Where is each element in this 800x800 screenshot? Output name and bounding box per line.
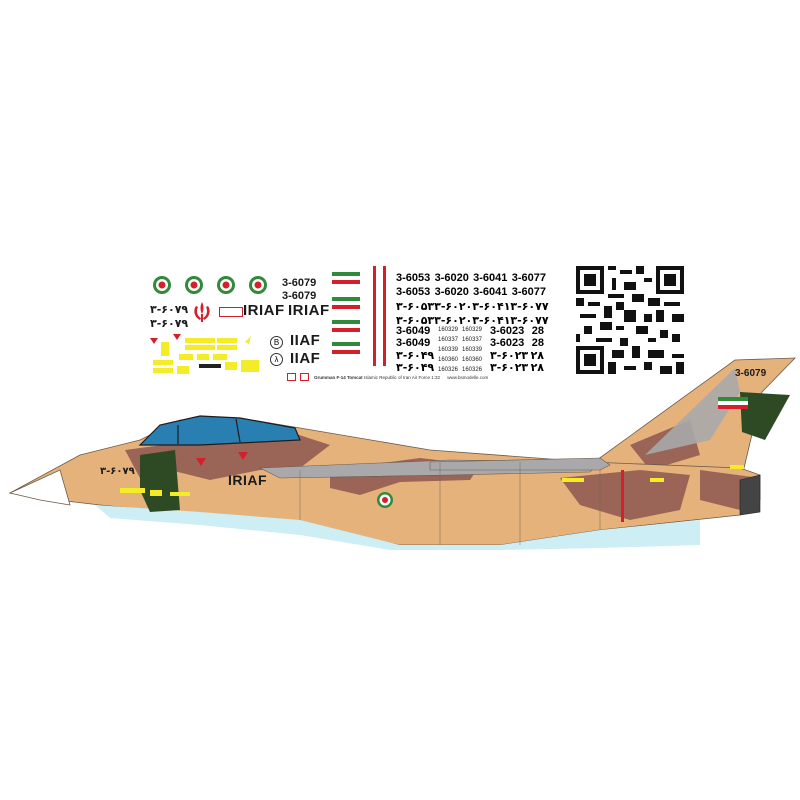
modex-col: 28 28 ۲۸ ۲۸ [528,325,544,374]
iriaf-decal-1: IRIAF [243,302,285,319]
stencil-plate [219,307,243,317]
serial-cell: ۳-۶۰۴۱ [472,300,511,313]
serial-row: ۳-۶۰۵۳ ۳-۶۰۲۰ ۳-۶۰۴۱ ۳-۶۰۷۷ [396,300,549,314]
serial-fa-1: ۳-۶۰۷۹ [150,303,189,316]
serial-cell: ۳-۶۰۲۰ [434,314,473,327]
iran-flag-icon [718,397,748,409]
iran-roundel-icon [217,276,235,294]
iran-roundel-icon [153,276,171,294]
serial-cell: 3-6053 [396,272,431,284]
serial-cell: ۳-۶۰۵۳ [396,314,435,327]
circle-lambda-decal: λ [270,353,283,366]
serial-cell: 3-6023 [490,337,525,349]
serial-cell: ۳-۶۰۲۳ [490,349,529,362]
modex-cell: ۲۸ [530,361,544,374]
bureau-number: 160337 [462,337,483,343]
serial-row: 3-6053 3-6020 3-6041 3-6077 [396,272,546,286]
serial-cell: 3-6077 [511,286,546,298]
serial-cell: 3-6053 [396,286,431,298]
fuselage-iriaf: IRIAF [228,472,268,488]
serial-cell: ۳-۶۰۲۰ [434,300,473,313]
iiaf-decal-1: IIAF [290,332,321,349]
bureau-number: 160337 [438,337,459,343]
roundel-row [153,276,267,294]
bureau-number: 160329 [462,327,483,333]
serial-cell: ۳-۶۰۲۳ [490,361,529,374]
bureau-number: 160329 [438,327,459,333]
underside [95,505,700,550]
bureau-col-2: 160329 160337 160339 160360 160326 [462,327,486,377]
iran-flag-icon [332,342,360,354]
serial-cell: ۳-۶۰۴۹ [396,349,435,362]
iriaf-decal-2: IRIAF [288,302,330,319]
nose-serial-fa: ۳-۶۰۷۹ [100,466,135,477]
serial-top-2: 3-6079 [282,290,317,302]
serial-top-1: 3-6079 [282,277,317,289]
stencil-group [150,334,259,374]
caption-subtitle: Islamic Republic of Iran Air Force 1:32 [363,375,440,380]
serial-cell: 3-6020 [434,272,469,284]
canopy [138,415,301,446]
bureau-number: 160339 [438,347,459,353]
iran-emblem-icon [194,302,210,322]
serial-cell: ۳-۶۰۷۷ [510,300,549,313]
serial-cell: ۳-۶۰۴۹ [396,361,435,374]
red-stripe [373,266,376,366]
serial-cell: 3-6023 [490,325,525,337]
iran-flag-icon [332,272,360,284]
bureau-number: 160360 [438,357,459,363]
serial-grid: 3-6053 3-6020 3-6041 3-6077 3-6053 3-602… [396,272,549,328]
caption-website: www.bsmodelle.com [447,375,489,380]
serial-cell: 3-6077 [511,272,546,284]
serial-cell: 3-6041 [473,286,508,298]
serial-row: ۳-۶۰۵۳ ۳-۶۰۲۰ ۳-۶۰۴۱ ۳-۶۰۷۷ [396,314,549,328]
serial-cell: ۳-۶۰۷۷ [510,314,549,327]
sheet-caption: Grumman F-14 Tomcat Islamic Republic of … [314,375,488,380]
iiaf-decal-2: IIAF [290,350,321,367]
circle-b-decal: B [270,336,283,349]
aircraft-profile [8,357,796,550]
caption-title: Grumman F-14 Tomcat [314,375,363,380]
bureau-number: 160339 [462,347,483,353]
circle-lambda-label: λ [274,355,279,364]
modex-cell: 28 [531,325,544,337]
red-box-decal [287,373,296,381]
flag-column [332,272,360,354]
bureau-number: 160326 [462,367,483,373]
tail-serial: 3-6079 [735,368,767,379]
iran-roundel-icon [249,276,267,294]
circle-b-label: B [273,338,280,347]
serial-fa-2: ۳-۶۰۷۹ [150,317,189,330]
iran-flag-icon [332,297,360,309]
lower-left-col: 3-6049 3-6049 ۳-۶۰۴۹ ۳-۶۰۴۹ [396,325,436,374]
serial-row: 3-6053 3-6020 3-6041 3-6077 [396,286,546,300]
red-box-decal [300,373,309,381]
bureau-col-1: 160329 160337 160339 160360 160326 [438,327,462,377]
qr-code-icon[interactable] [576,266,684,374]
iran-roundel-icon [185,276,203,294]
serial-cell: ۳-۶۰۵۳ [396,300,435,313]
serial-cell: 3-6049 [396,337,431,349]
iran-roundel-icon [377,492,393,508]
red-stripe [383,266,386,366]
bureau-number: 160326 [438,367,459,373]
bureau-number: 160360 [462,357,483,363]
lower-right-col: 3-6023 3-6023 ۳-۶۰۲۳ ۳-۶۰۲۳ [490,325,530,374]
modex-cell: ۲۸ [530,349,544,362]
serial-cell: 3-6049 [396,325,431,337]
serial-cell: 3-6041 [473,272,508,284]
iran-flag-icon [332,320,360,332]
serial-cell: 3-6020 [434,286,469,298]
serial-cell: ۳-۶۰۴۱ [472,314,511,327]
modex-cell: 28 [531,337,544,349]
